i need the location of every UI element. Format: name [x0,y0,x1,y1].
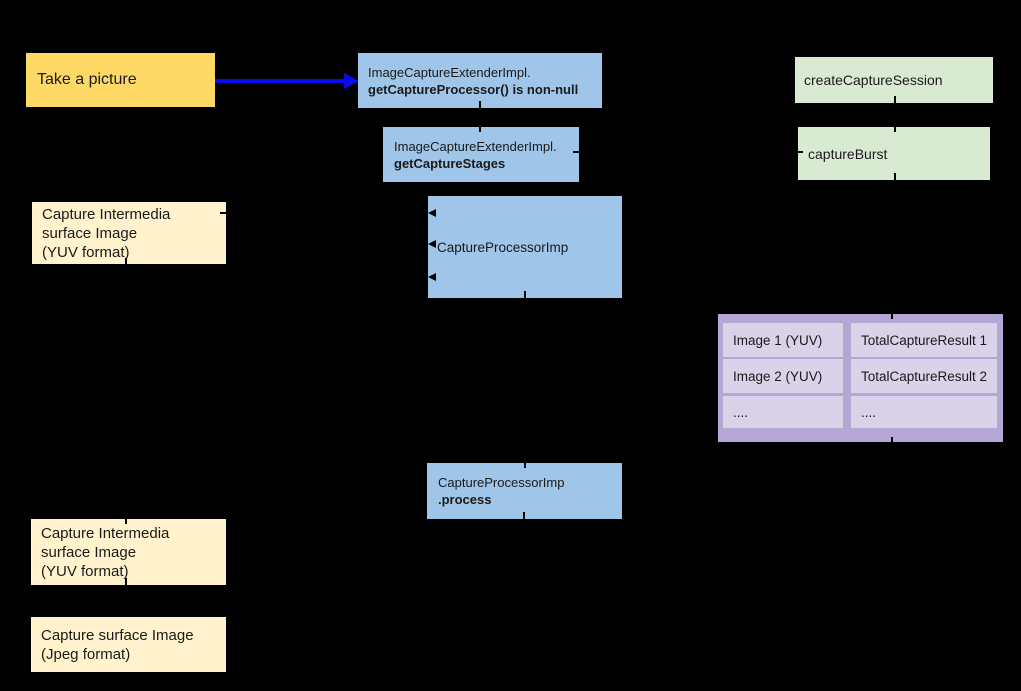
node-capture-processor-process: CaptureProcessorImp .process [427,463,622,519]
node-label-line: ImageCaptureExtenderImpl. [368,64,531,80]
node-get-capture-stages: ImageCaptureExtenderImpl. getCaptureStag… [383,127,579,182]
connector-stub [573,151,579,153]
node-capture-burst: captureBurst [798,127,990,180]
node-label-line: ImageCaptureExtenderImpl. [394,138,557,154]
node-take-a-picture: Take a picture [26,53,215,107]
connector-stub [891,437,893,442]
node-label: createCaptureSession [804,72,943,88]
table-cell-result-more: .... [851,396,997,428]
connector-stub [894,127,896,132]
connector-stub [479,101,481,108]
node-label-line: Capture surface Image [41,626,194,644]
connector-stub [523,512,525,519]
flow-arrow-head-icon [344,73,359,89]
flow-arrow-shaft [215,79,345,83]
node-get-capture-processor: ImageCaptureExtenderImpl. getCaptureProc… [358,53,602,108]
node-label: captureBurst [808,145,888,162]
connector-stub [125,258,127,265]
table-cell-result-1: TotalCaptureResult 1 [851,323,997,357]
node-label-line-bold: getCaptureStages [394,155,506,171]
connector-arrowhead [428,273,436,281]
connector-arrowhead [428,240,436,248]
connector-stub [220,212,226,214]
connector-stub [524,463,526,468]
node-capture-intermedia-surface-bottom: Capture Intermedia surface Image (YUV fo… [31,519,226,585]
node-label-line: (YUV format) [41,562,129,580]
node-label-line-bold: getCaptureProcessor() is non-null [368,81,579,97]
table-cell-image-1: Image 1 (YUV) [723,323,843,357]
node-capture-intermedia-surface-top: Capture Intermedia surface Image (YUV fo… [32,202,226,264]
node-create-capture-session: createCaptureSession [795,57,993,103]
connector-stub [894,96,896,103]
capture-results-table: Image 1 (YUV) TotalCaptureResult 1 Image… [718,314,1003,442]
connector-stub [125,519,127,524]
connector-arrowhead [428,209,436,217]
node-label-line: CaptureProcessorImp [438,475,565,490]
node-label: CaptureProcessorImp [437,239,569,255]
table-cell-result-2: TotalCaptureResult 2 [851,359,997,393]
node-label-line: surface Image [42,224,138,242]
node-label-line: (Jpeg format) [41,645,131,663]
table-cell-image-more: .... [723,396,843,428]
node-label-line-bold: .process [438,492,492,507]
connector-stub [524,291,526,298]
node-label-line: surface Image [41,543,137,561]
connector-stub [894,173,896,180]
node-label-line: Capture Intermedia [42,205,171,223]
node-capture-surface-jpeg: Capture surface Image (Jpeg format) [31,617,226,672]
connector-stub [798,151,803,153]
node-label: Take a picture [37,71,137,88]
connector-stub [125,578,127,585]
table-cell-image-2: Image 2 (YUV) [723,359,843,393]
node-capture-processor-imp: CaptureProcessorImp [428,196,622,298]
connector-stub [479,127,481,132]
connector-stub [891,314,893,319]
node-label-line: Capture Intermedia [41,524,170,542]
node-label-line: (YUV format) [42,243,130,261]
